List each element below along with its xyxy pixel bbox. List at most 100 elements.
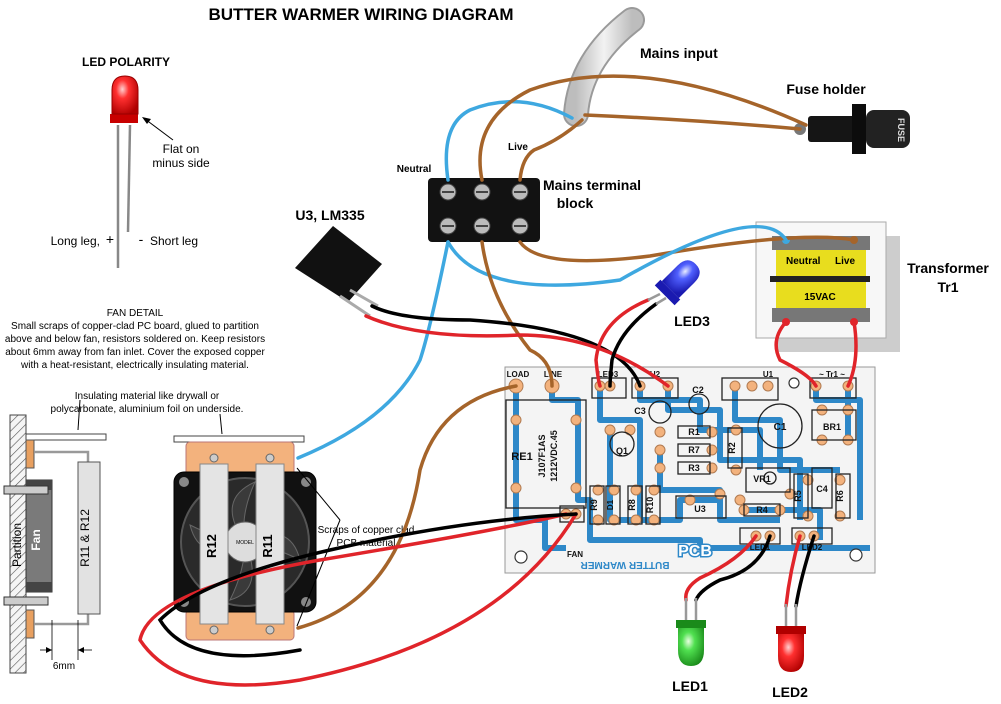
wire-tr-secondary-1	[774, 320, 818, 388]
svg-text:Flat on: Flat on	[163, 142, 200, 156]
wire-led2-red	[784, 534, 802, 608]
pcb-q1-label: Q1	[616, 446, 628, 456]
fuse-holder: FUSE	[794, 104, 910, 154]
fan-side-label: Fan	[29, 529, 43, 550]
wire-terminal-to-pcb-line	[480, 240, 554, 388]
r12-label: R12	[204, 534, 219, 558]
fuse-holder-label: Fuse holder	[786, 81, 866, 97]
pcb-r3-label: R3	[688, 463, 700, 473]
svg-text:Small scraps of copper-clad PC: Small scraps of copper-clad PC board, gl…	[11, 321, 259, 332]
scraps-label-1: Scraps of copper clad	[318, 525, 415, 536]
tr-neutral-label: Neutral	[786, 256, 821, 267]
wire-mains-to-fuse	[583, 113, 802, 131]
mains-terminal-block	[428, 178, 540, 242]
live-label: Live	[508, 142, 528, 153]
pcb-fan-label: FAN	[567, 550, 583, 559]
pcb-r1-label: R1	[688, 427, 700, 437]
blue-led-icon	[661, 260, 700, 299]
wire-terminal-to-tr-neutral	[446, 224, 788, 287]
pcb-component-outlines	[505, 377, 857, 545]
led1-label: LED1	[672, 678, 708, 694]
pcb-tr1-label: ~ Tr1 ~	[819, 370, 845, 379]
pcb-load-label: LOAD	[507, 370, 530, 379]
wire-u3-black	[370, 304, 642, 388]
pcb-vr1-label: VR1	[753, 474, 771, 484]
fan-detail-text: FAN DETAIL Small scraps of copper-clad P…	[5, 308, 265, 435]
wire-tr-secondary-2	[846, 320, 858, 388]
svg-text:minus side: minus side	[152, 156, 210, 170]
wire-neutral-to-fan	[296, 240, 450, 460]
transformer-label-2: Tr1	[937, 279, 958, 295]
fan-sticker: MODEL	[236, 540, 254, 546]
svg-text:with a heat-resistant, electri: with a heat-resistant, electrically insu…	[20, 360, 249, 371]
insulating-sheet	[25, 433, 107, 441]
pcb-re1-label: RE1	[511, 451, 532, 463]
led2-red	[776, 604, 806, 672]
pcb-u1-label: U1	[763, 370, 774, 379]
transformer-label-1: Transformer	[907, 260, 989, 276]
six-mm-label: 6mm	[53, 661, 75, 672]
wire-led1-red	[684, 534, 758, 602]
wire-load-to-fan	[296, 384, 518, 630]
pcb-c3-label: C3	[634, 406, 646, 416]
led3-label: LED3	[674, 313, 710, 329]
pcb-led1-label: LED1	[750, 543, 771, 552]
pcb-r7-label: R7	[688, 445, 700, 455]
svg-text:FAN DETAIL: FAN DETAIL	[107, 308, 164, 319]
svg-text:Insulating material like drywa: Insulating material like drywall or	[75, 391, 220, 402]
led2-label: LED2	[772, 684, 808, 700]
r11-resistor	[255, 463, 285, 625]
r11-label: R11	[260, 534, 275, 557]
pcb-led2-label: LED2	[802, 543, 823, 552]
terminal-label-1: Mains terminal	[543, 177, 641, 193]
u3-lm335	[295, 226, 382, 318]
tr-live-label: Live	[835, 256, 855, 267]
svg-text:+: +	[106, 231, 114, 247]
led-rim	[110, 114, 138, 123]
r11-r12-side	[77, 461, 101, 615]
tr-15vac-label: 15VAC	[804, 292, 836, 303]
led-polarity-heading: LED POLARITY	[82, 55, 170, 69]
red-led-icon	[111, 75, 139, 115]
wire-fan-black	[157, 512, 578, 658]
svg-text:above and below fan, resistors: above and below fan, resistors soldered …	[5, 334, 265, 345]
wire-fan-red	[138, 512, 578, 687]
svg-text:Long leg,: Long leg,	[51, 234, 100, 248]
terminal-label-2: block	[557, 195, 594, 211]
u3-label: U3, LM335	[295, 207, 364, 223]
wire-led3-red	[594, 298, 650, 388]
pcb-r10-label: R10	[645, 497, 655, 514]
wire-led1-black	[694, 534, 772, 602]
r11-r12-side-label: R11 & R12	[78, 509, 92, 567]
pcb-u3-label: U3	[694, 504, 706, 514]
fan-side-view: Partition Fan R11 & R12 6mm	[3, 414, 107, 674]
pcb-r8-label: R8	[627, 499, 637, 511]
wire-u3-red	[364, 314, 670, 388]
diagram-title: BUTTER WARMER WIRING DIAGRAM	[208, 5, 513, 24]
pcb-r5-label: R5	[793, 490, 803, 502]
wires	[138, 74, 858, 687]
pcb-traces	[513, 386, 870, 551]
led-polarity-figure: LED POLARITY Flat on minus side Long leg…	[51, 55, 210, 268]
svg-text:polycarbonate, aluminium foil: polycarbonate, aluminium foil on undersi…	[51, 404, 244, 415]
led1-green	[676, 598, 706, 666]
pcb-led3-label: LED3	[598, 370, 619, 379]
pcb-br1-label: BR1	[823, 422, 841, 432]
pcb-c2-label: C2	[692, 385, 704, 395]
pcb-board: LOAD LINE LED3 U2 U1 ~ Tr1 ~ RE1 J107F1A…	[504, 366, 876, 574]
pcb-d1-label: D1	[606, 499, 615, 510]
wire-mains-live	[518, 118, 584, 182]
svg-text:Short leg: Short leg	[150, 234, 198, 248]
pcb-u2-label: U2	[650, 370, 661, 379]
wire-fuse-to-terminal	[478, 74, 808, 182]
neutral-label: Neutral	[397, 164, 432, 175]
pcb-r6-label: R6	[835, 490, 845, 502]
pcb-r2-label: R2	[727, 442, 737, 454]
svg-text:-: -	[139, 231, 144, 247]
wire-terminal-to-tr-live	[518, 235, 856, 263]
pcb-c4-label: C4	[816, 484, 828, 494]
led3-blue	[647, 260, 700, 306]
fuse-text: FUSE	[896, 118, 906, 142]
partition-label: Partition	[10, 523, 24, 567]
